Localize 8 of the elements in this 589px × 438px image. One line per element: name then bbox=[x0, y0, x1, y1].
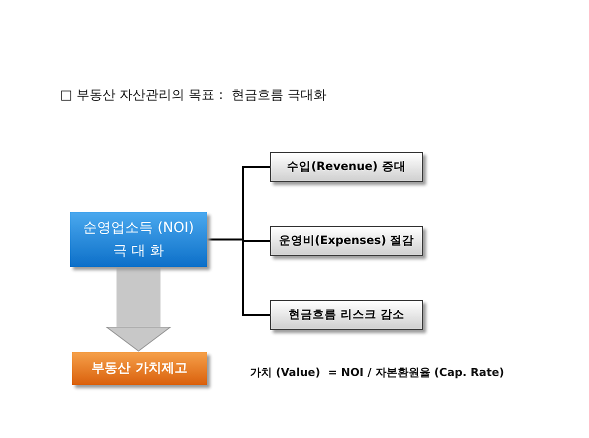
process-box: 수입(Revenue) 증대 bbox=[270, 152, 423, 182]
process-box: 운영비(Expenses) 절감 bbox=[270, 226, 423, 256]
process-box: 현금흐름 리스크 감소 bbox=[270, 300, 423, 330]
formula-text: 가치 (Value) = NOI / 자본환원율 (Cap. Rate) bbox=[250, 365, 504, 380]
title: □ 부동산 자산관리의 목표 : 현금흐름 극대화 bbox=[60, 87, 327, 104]
goal-box: 순영업소득 (NOI) 극 대 화 bbox=[70, 212, 207, 267]
result-box: 부동산 가치제고 bbox=[72, 352, 207, 385]
block-arrow bbox=[106, 267, 171, 352]
